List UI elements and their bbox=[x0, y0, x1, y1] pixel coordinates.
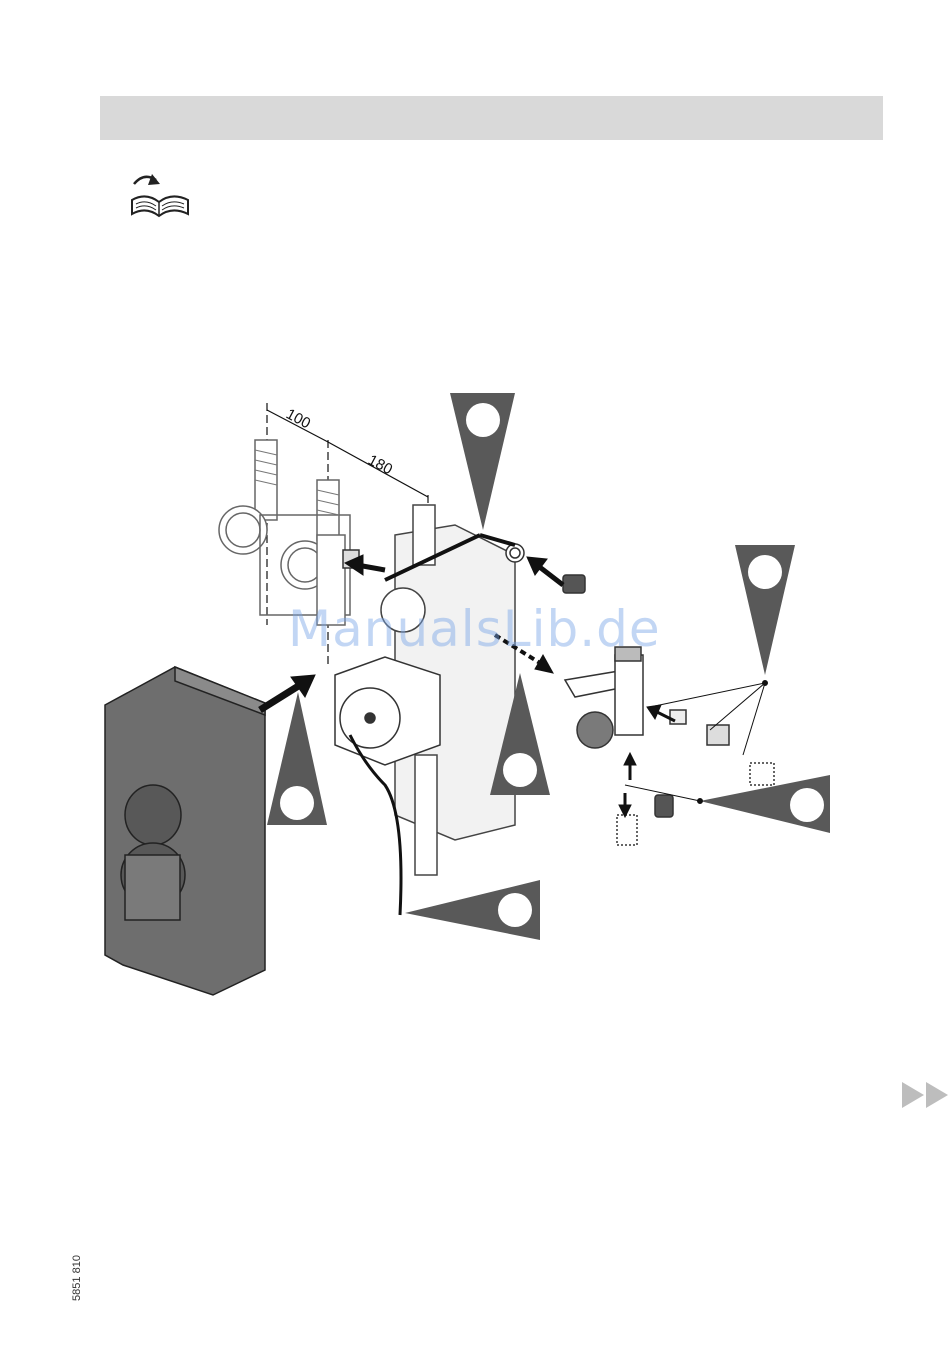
dimension-180-label: 180 bbox=[365, 452, 395, 479]
insulation-cover bbox=[105, 667, 265, 995]
section-header-bar bbox=[100, 96, 883, 140]
double-arrow-right-icon[interactable] bbox=[902, 1082, 950, 1108]
air-vent-fitting bbox=[565, 647, 643, 748]
existing-pipework bbox=[219, 440, 350, 625]
watermark-text: ManualsLib.de bbox=[288, 600, 661, 658]
dimension-100-label: 100 bbox=[283, 406, 313, 433]
open-book-icon bbox=[126, 170, 192, 222]
callout-leader-lines bbox=[625, 681, 768, 804]
document-number: 5851 810 bbox=[71, 1255, 83, 1301]
installation-diagram: 100 180 bbox=[95, 385, 840, 1005]
circulation-pump bbox=[335, 657, 440, 765]
